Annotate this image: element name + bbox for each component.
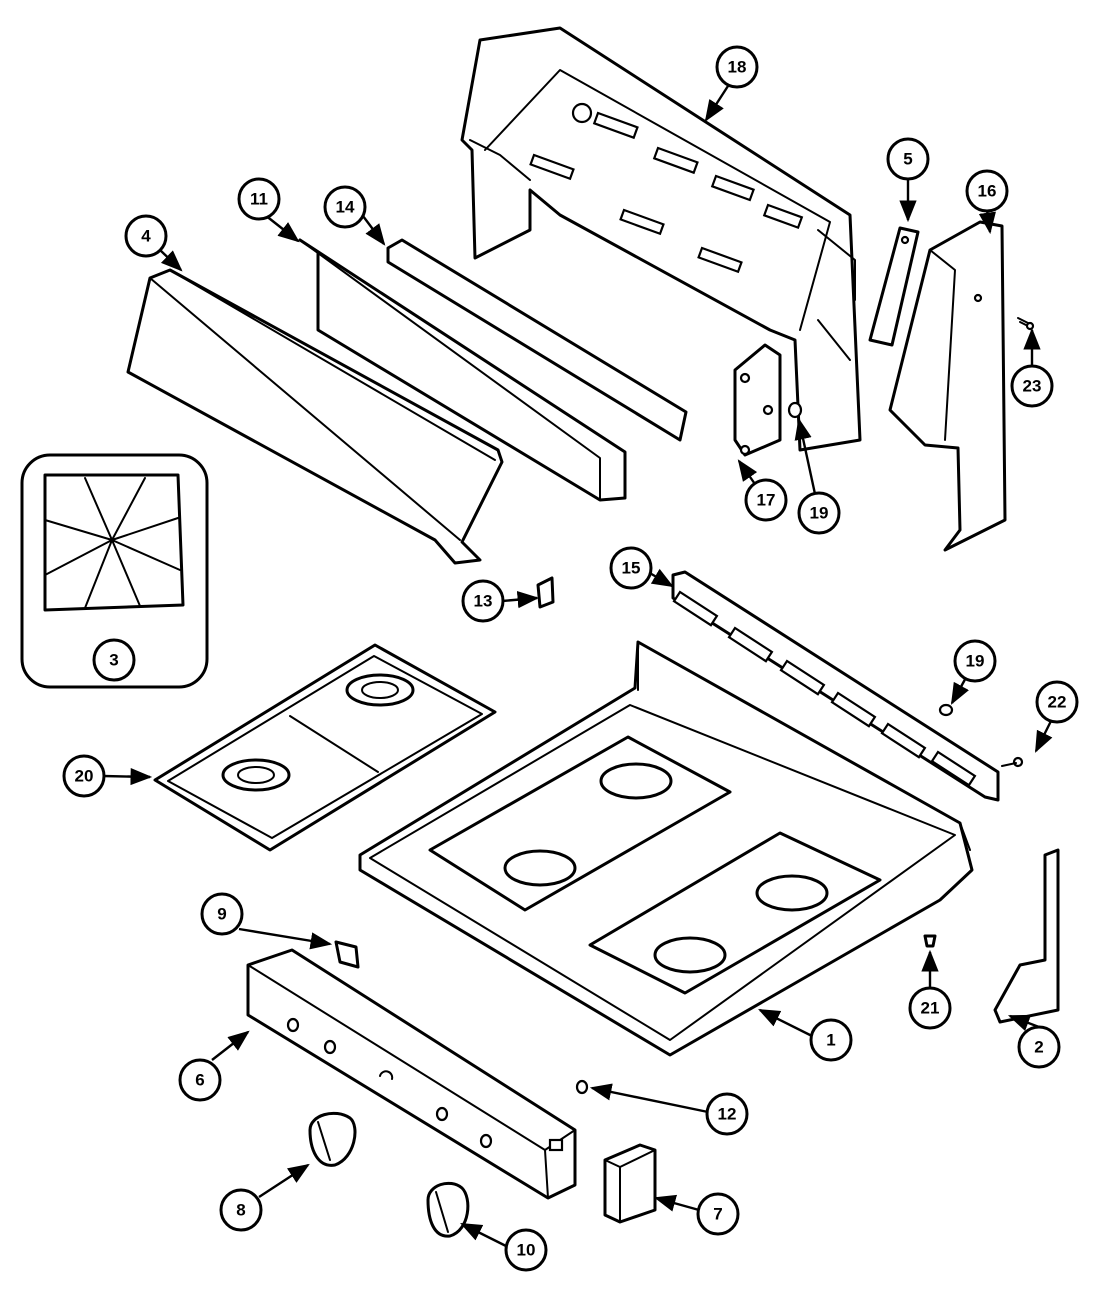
part-3-grate: [20, 453, 209, 689]
svg-text:19: 19: [966, 652, 985, 671]
callout-8: 8: [219, 1188, 263, 1232]
part-9-clip: [334, 940, 360, 969]
svg-text:22: 22: [1048, 693, 1067, 712]
part-17-bracket: [733, 343, 782, 457]
callout-15: 15: [609, 546, 653, 590]
callout-21: 21: [908, 986, 952, 1030]
part-7-block: [603, 1143, 657, 1224]
svg-text:2: 2: [1034, 1038, 1043, 1057]
callout-3: 3: [92, 638, 136, 682]
callout-7: 7: [696, 1192, 740, 1236]
svg-text:20: 20: [75, 767, 94, 786]
svg-text:23: 23: [1023, 377, 1042, 396]
part-5-trim: [868, 226, 920, 347]
svg-text:6: 6: [195, 1071, 204, 1090]
svg-text:3: 3: [109, 651, 118, 670]
callout-18: 18: [715, 45, 759, 89]
part-22-screw: [1001, 756, 1024, 768]
svg-text:16: 16: [978, 182, 997, 201]
part-11-shield: [298, 238, 627, 502]
part-20-burner-box: [153, 643, 497, 852]
svg-text:5: 5: [903, 150, 912, 169]
callout-12: 12: [705, 1092, 749, 1136]
callout-23: 23: [1010, 364, 1054, 408]
svg-text:15: 15: [622, 559, 641, 578]
part-2-side-trim: [993, 848, 1060, 1024]
callout-19-upper: 19: [797, 491, 841, 535]
svg-text:8: 8: [236, 1201, 245, 1220]
callout-4: 4: [124, 214, 168, 258]
callout-14: 14: [323, 185, 367, 229]
part-6-control-panel: [246, 948, 577, 1200]
part-18-backguard-frame: [460, 26, 862, 452]
svg-text:12: 12: [718, 1105, 737, 1124]
svg-text:14: 14: [336, 198, 355, 217]
svg-text:21: 21: [921, 999, 940, 1018]
svg-text:19: 19: [810, 504, 829, 523]
svg-text:13: 13: [474, 592, 493, 611]
svg-text:18: 18: [728, 58, 747, 77]
svg-text:10: 10: [517, 1241, 536, 1260]
part-4-front-trim: [126, 268, 504, 565]
callout-2: 2: [1017, 1025, 1061, 1069]
part-19-grommet-lower: [938, 703, 954, 717]
callout-10: 10: [504, 1228, 548, 1272]
callout-22: 22: [1035, 680, 1079, 724]
part-14-strip: [386, 238, 688, 442]
callout-11: 11: [237, 177, 281, 221]
callout-19-lower: 19: [953, 639, 997, 683]
leader-lines: [102, 85, 1054, 1249]
svg-text:1: 1: [826, 1031, 835, 1050]
part-1-main-top: [358, 640, 974, 1057]
svg-text:11: 11: [250, 190, 268, 209]
callout-20: 20: [62, 754, 106, 798]
callout-13: 13: [461, 579, 505, 623]
part-23-screw: [1017, 317, 1035, 331]
callout-17: 17: [744, 478, 788, 522]
callout-6: 6: [178, 1058, 222, 1102]
svg-text:4: 4: [141, 227, 151, 246]
part-10-knob: [426, 1181, 470, 1238]
part-19-grommet-upper: [787, 401, 803, 419]
svg-text:7: 7: [713, 1205, 722, 1224]
part-13-clip: [536, 576, 555, 609]
callout-5: 5: [886, 137, 930, 181]
part-8-knob: [308, 1111, 357, 1167]
part-15-vent-trim: [671, 570, 1000, 802]
svg-text:9: 9: [217, 905, 226, 924]
part-12-seal: [575, 1079, 589, 1095]
callout-1: 1: [809, 1018, 853, 1062]
svg-text:17: 17: [757, 491, 776, 510]
callout-16: 16: [965, 169, 1009, 213]
callout-9: 9: [200, 892, 244, 936]
part-16-side-cover: [888, 220, 1007, 552]
part-21-fastener: [923, 934, 937, 948]
